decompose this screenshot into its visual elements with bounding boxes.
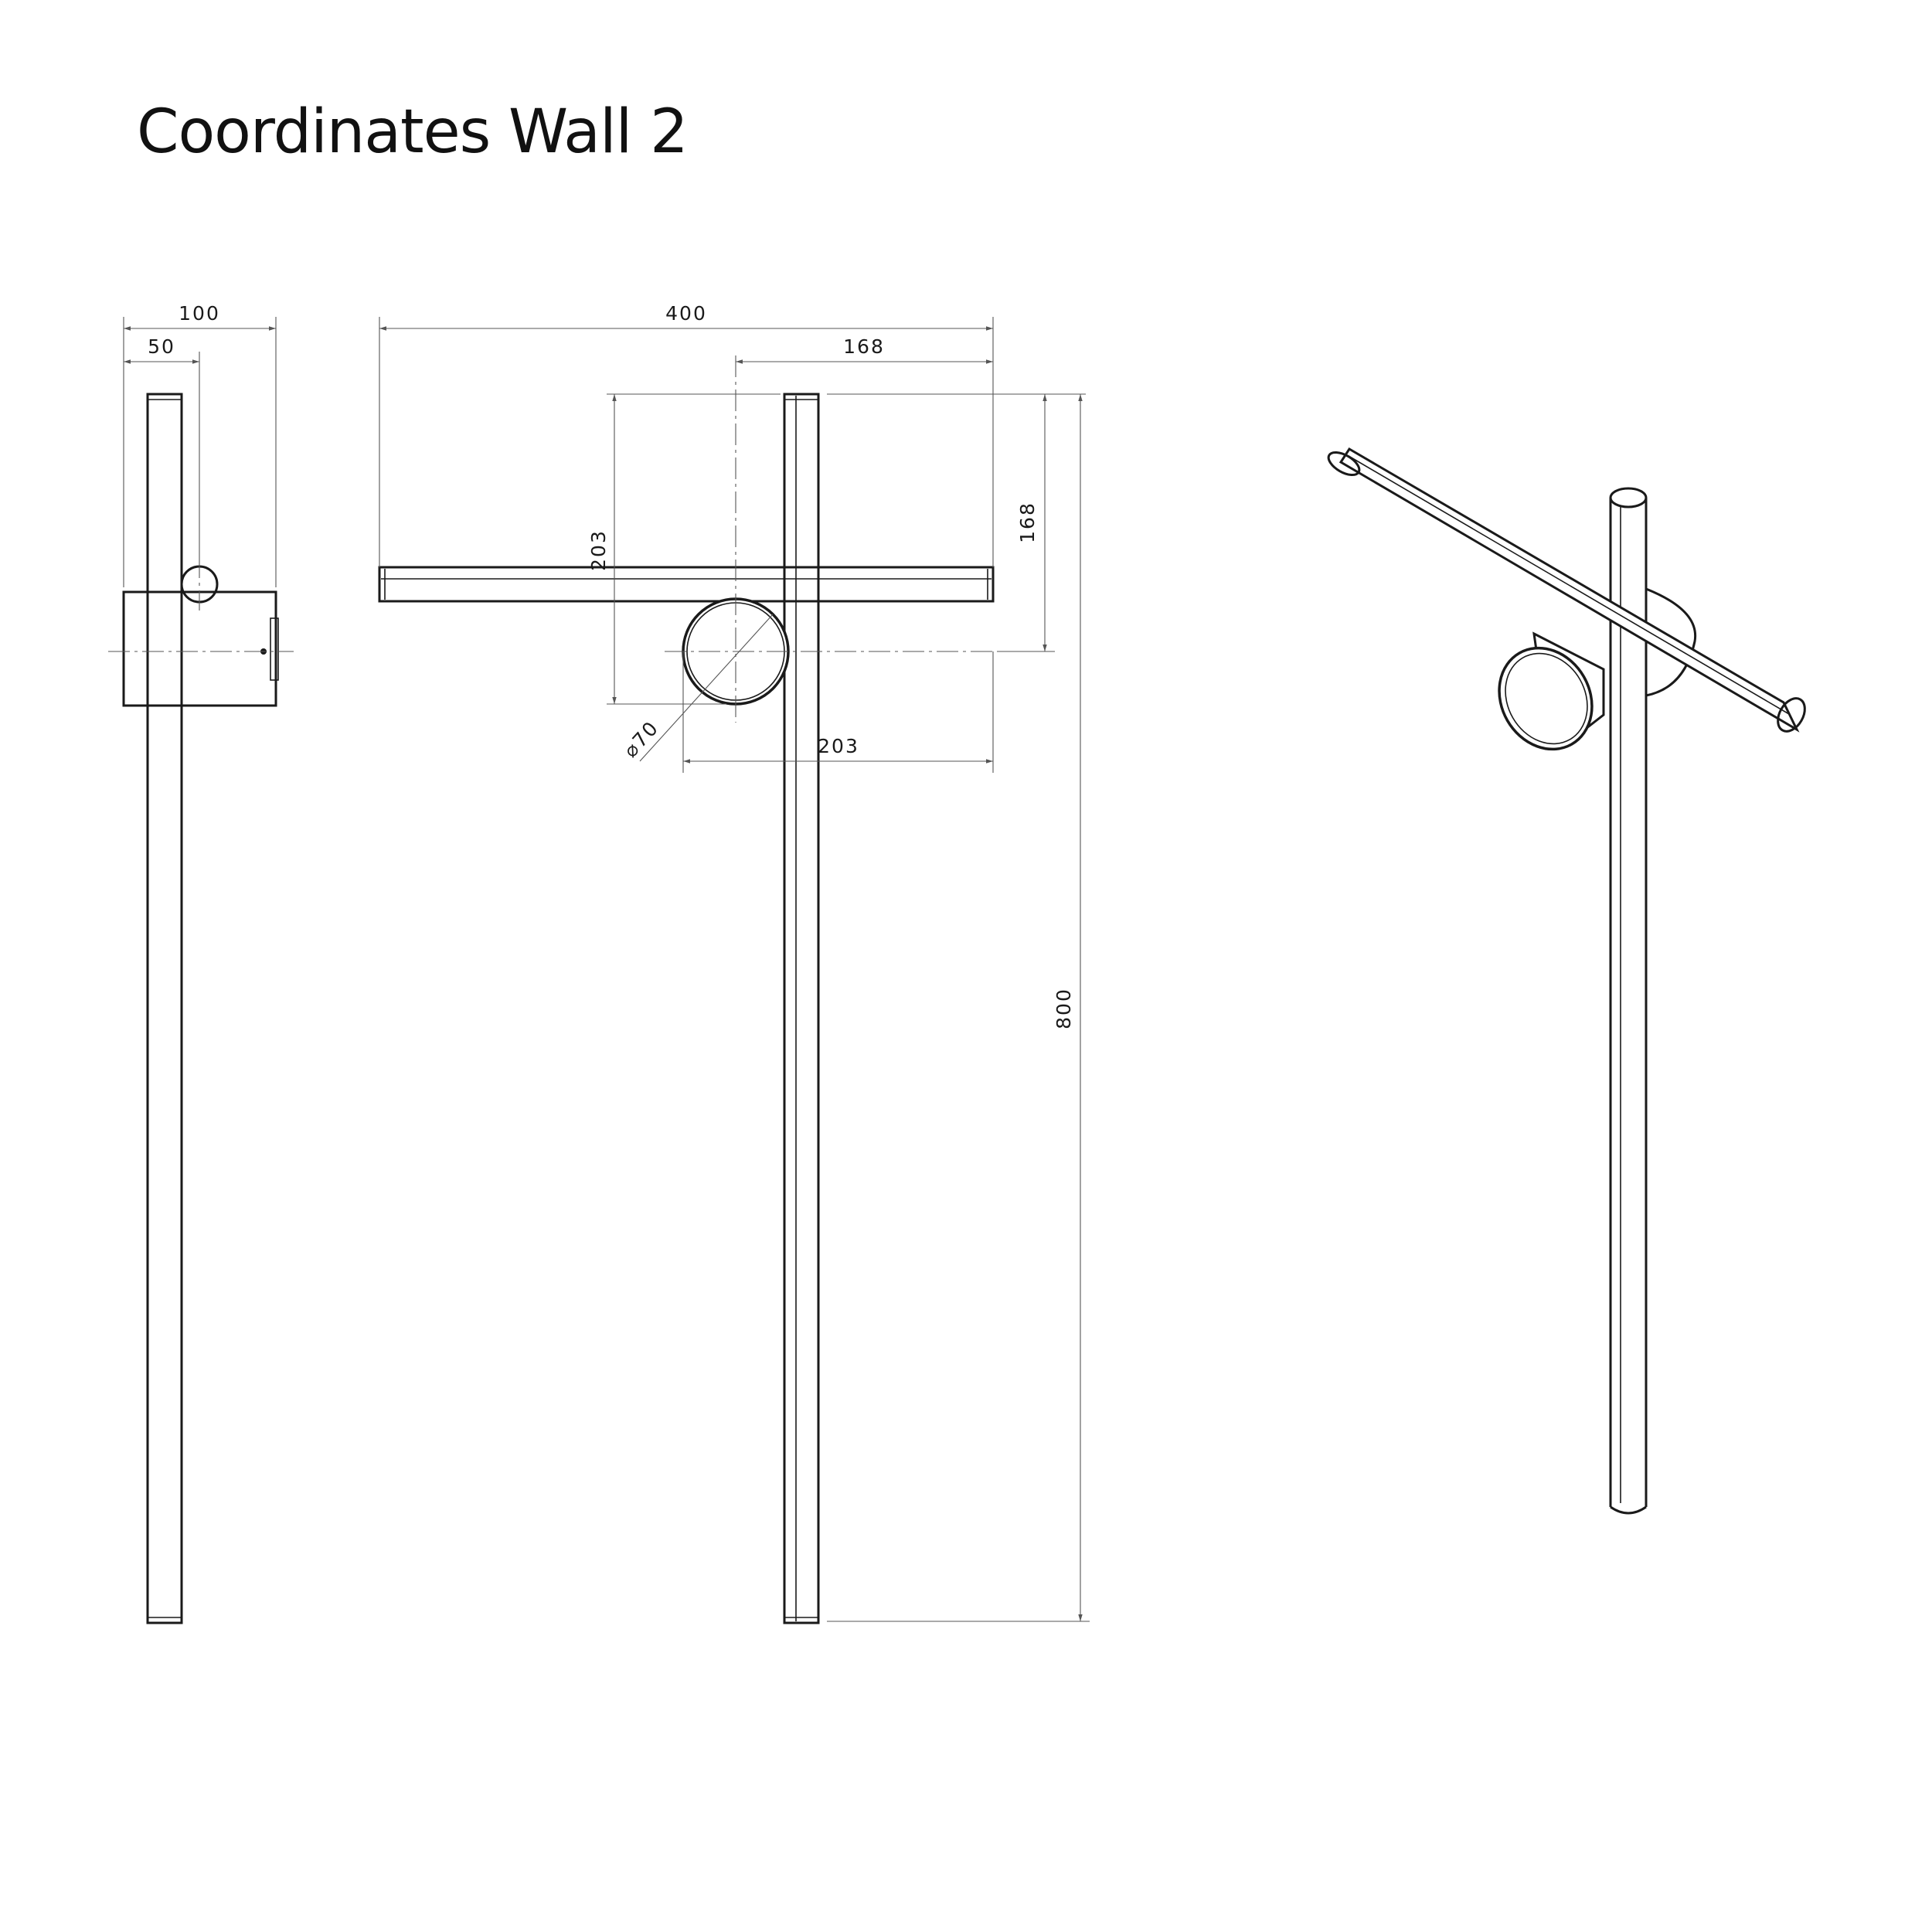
dimension-label-100: 100	[179, 302, 220, 325]
front-view-vertical-bar	[783, 393, 820, 1624]
dimension-label-168-horizontal: 168	[843, 335, 885, 358]
perspective-wall-canopy	[1645, 587, 1697, 697]
side-view-canopy-button	[270, 617, 279, 681]
side-view-vertical-bar	[146, 393, 183, 1624]
side-view: 100 50	[108, 302, 294, 1624]
dimension-label-800: 800	[1053, 988, 1075, 1029]
front-view-horizontal-arm	[378, 566, 995, 603]
dimension-label-168-vertical: 168	[1016, 502, 1039, 543]
front-view: 400 168 203 168 800 203 ⌀70	[378, 302, 1090, 1624]
perspective-vertical-bar	[1609, 487, 1648, 1515]
dimension-label-400: 400	[665, 302, 707, 325]
dimension-label-50: 50	[148, 335, 175, 358]
perspective-diagonal-arm	[1327, 447, 1806, 733]
perspective-view	[1327, 447, 1806, 1515]
dimension-label-203-horizontal: 203	[818, 735, 859, 757]
diameter-leader-line	[639, 614, 774, 762]
page-title: Coordinates Wall 2	[137, 97, 689, 167]
dimension-label-diameter: ⌀70	[619, 716, 663, 762]
dimension-label-203-vertical: 203	[587, 529, 610, 571]
perspective-spot-lamp	[1498, 631, 1605, 751]
